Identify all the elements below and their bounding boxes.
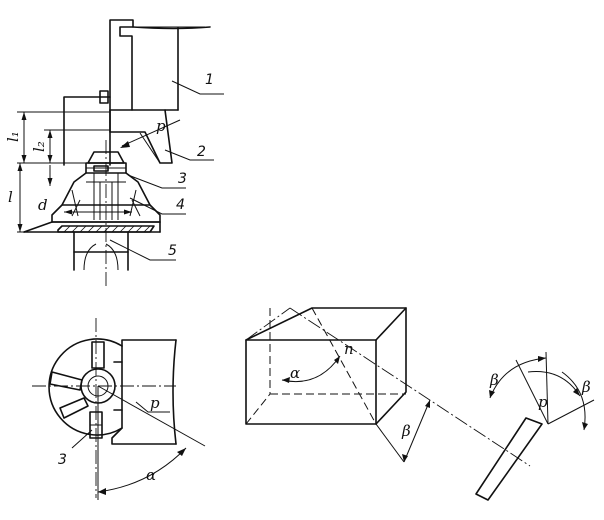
blade-ray-3 — [547, 399, 595, 425]
box-axis-line — [289, 307, 531, 467]
label-alpha-plan: α — [146, 466, 156, 484]
label-beta-box: β — [401, 422, 411, 440]
label-p-plan: p — [150, 394, 160, 412]
label-beta-blade-1: β — [489, 371, 499, 389]
label-l: l — [8, 188, 13, 206]
plan-slot-bottom — [59, 397, 89, 419]
label-p-top: p — [156, 117, 166, 135]
dimension-l2 — [44, 129, 110, 186]
plan-slot-top — [91, 341, 105, 369]
label-d: d — [38, 196, 48, 214]
plan-spindle-side — [111, 345, 177, 445]
dimension-l1 — [17, 111, 110, 164]
plan-direction-line — [97, 385, 206, 447]
side-view-assembly: 1 2 3 4 5 l₁ l₂ l d p — [4, 19, 224, 288]
blade-detail: β p β — [475, 351, 595, 501]
label-beta-blade-2: β — [581, 378, 591, 396]
label-alpha-box: α — [290, 364, 300, 382]
part-5-base — [23, 221, 161, 271]
label-part-1: 1 — [205, 72, 214, 88]
label-p-blade: p — [538, 393, 548, 411]
label-part-3: 3 — [178, 171, 187, 187]
blade-arc-2 — [527, 371, 581, 397]
label-part-3-plan: 3 — [58, 452, 67, 468]
box-diagram: α n β — [245, 307, 531, 467]
dimension-l — [17, 163, 24, 233]
label-l2: l₂ — [30, 141, 48, 152]
plan-spindle-top — [121, 339, 177, 347]
box-diagonal — [311, 307, 377, 425]
leader-lines-top — [109, 80, 224, 261]
label-part-5: 5 — [168, 243, 177, 259]
label-n-box: n — [344, 340, 354, 358]
part-2-cutter — [109, 109, 173, 164]
label-part-2: 2 — [197, 144, 206, 160]
dimension-d — [64, 209, 132, 215]
plan-outer-circle — [48, 338, 123, 436]
label-part-4: 4 — [176, 197, 185, 213]
label-l1: l₁ — [4, 131, 22, 142]
blade-ray-1 — [515, 359, 549, 425]
blade-ray-2 — [545, 351, 549, 425]
blade-body — [475, 417, 543, 501]
plan-angle-arc — [97, 447, 187, 493]
plan-view: p α 3 — [32, 318, 206, 500]
part-1-spindle — [63, 19, 211, 166]
plan-slot-left — [49, 371, 83, 391]
